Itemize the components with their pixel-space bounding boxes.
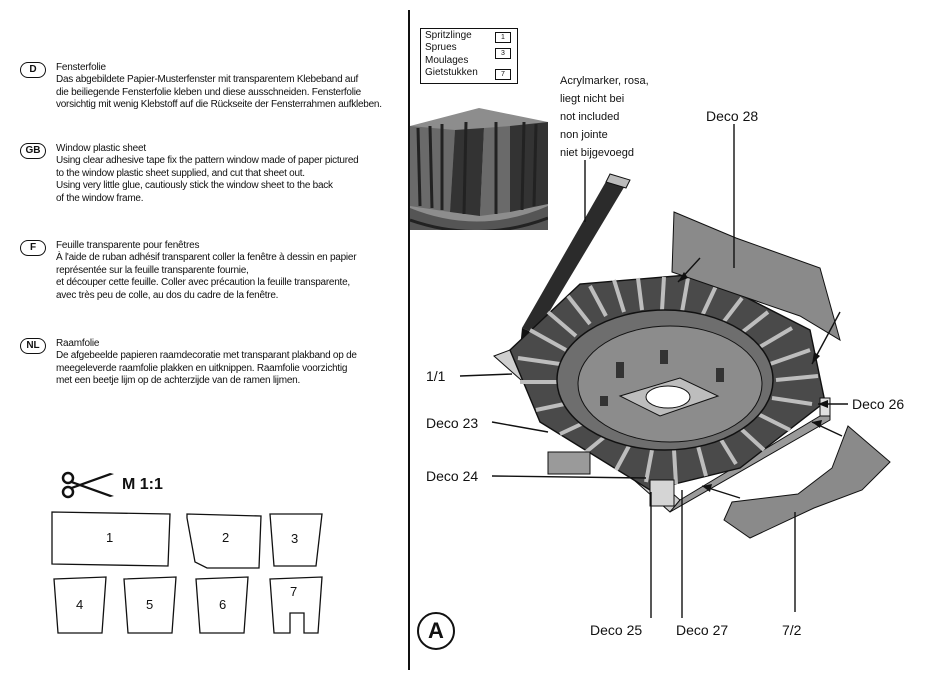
language-badge: F: [20, 240, 46, 256]
callout-deco-23: Deco 23: [426, 415, 479, 431]
part-number: 7: [290, 584, 298, 599]
callout-part-7-2: 7/2: [782, 622, 802, 638]
legend-label: Sprues: [425, 42, 457, 53]
step-marker: A: [417, 612, 455, 650]
instruction-text: Using clear adhesive tape fix the patter…: [56, 155, 359, 204]
instruction-title: Feuille transparente pour fenêtres: [56, 240, 200, 251]
template-part-1: [51, 511, 171, 567]
legend-label: Gietstukken: [425, 67, 478, 78]
instruction-text: De afgebeelde papieren raamdecoratie met…: [56, 350, 357, 386]
language-badge: D: [20, 62, 46, 78]
template-part-5: [123, 576, 177, 634]
callout-deco-28: Deco 28: [706, 108, 759, 124]
callout-deco-26: Deco 26: [852, 396, 905, 412]
template-part-7: [269, 576, 323, 634]
deco-28-sheet: [671, 211, 841, 342]
instruction-de: D Fensterfolie Das abgebildete Papier-Mu…: [20, 62, 400, 122]
part-number: 3: [291, 531, 299, 546]
template-part-4: [53, 576, 107, 634]
legend-code: 1: [495, 32, 511, 43]
instruction-title: Window plastic sheet: [56, 143, 146, 154]
template-part-6: [195, 576, 249, 634]
callout-deco-25: Deco 25: [590, 622, 643, 638]
legend-label: Moulages: [425, 55, 469, 66]
part-7-2-sheet: [723, 425, 891, 539]
instruction-text: À l'aide de ruban adhésif transparent co…: [56, 252, 357, 301]
instruction-fr: F Feuille transparente pour fenêtres À l…: [20, 240, 400, 310]
part-number: 6: [219, 597, 227, 612]
scale-label: M 1:1: [122, 476, 163, 493]
legend-code: 3: [495, 48, 511, 59]
legend-label: Spritzlinge: [425, 30, 472, 41]
instruction-title: Raamfolie: [56, 338, 100, 349]
template-part-3: [269, 513, 323, 567]
callout-deco-24: Deco 24: [426, 468, 479, 484]
page-divider: [408, 10, 410, 670]
template-part-2: [186, 513, 262, 569]
part-number: 4: [76, 597, 84, 612]
marker-note: Acrylmarker, rosa, liegt nicht bei not i…: [560, 75, 649, 159]
instruction-title: Fensterfolie: [56, 62, 106, 73]
language-badge: NL: [20, 338, 46, 354]
scissors-icon: [61, 471, 114, 499]
instruction-gb: GB Window plastic sheet Using clear adhe…: [20, 143, 400, 213]
detail-inset-window: [410, 108, 548, 230]
part-number: 2: [222, 530, 230, 545]
instruction-text: Das abgebildete Papier-Musterfenster mit…: [56, 74, 382, 110]
part-number: 5: [146, 597, 154, 612]
part-number: 1: [106, 530, 114, 545]
legend-code: 7: [495, 69, 511, 80]
instruction-nl: NL Raamfolie De afgebeelde papieren raam…: [20, 338, 400, 398]
callout-part-1-1: 1/1: [426, 368, 446, 384]
language-badge: GB: [20, 143, 46, 159]
sprue-legend: Spritzlinge 1 Sprues 3 Moulages Gietstuk…: [420, 28, 518, 84]
callout-deco-27: Deco 27: [676, 622, 729, 638]
